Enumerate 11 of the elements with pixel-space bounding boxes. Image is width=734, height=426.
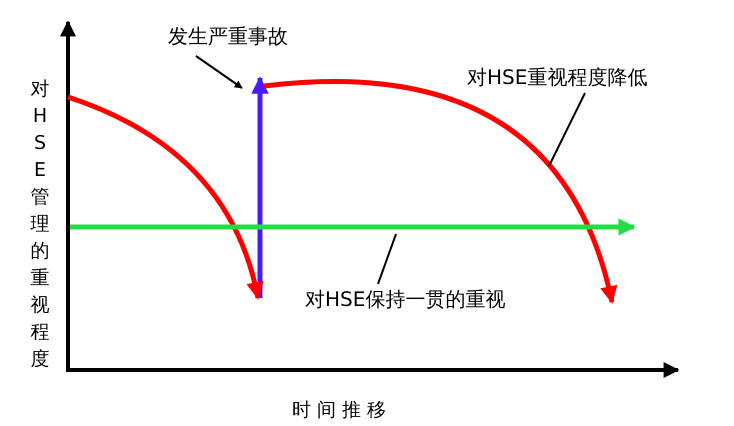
leader-line bbox=[195, 55, 243, 89]
axis-title: 对HSE管理的重视程度 bbox=[30, 77, 50, 372]
trend-line bbox=[67, 94, 263, 300]
trend-line bbox=[70, 218, 636, 236]
trend-line bbox=[251, 76, 269, 298]
leader-line bbox=[548, 92, 586, 166]
annotation-text: 对HSE保持一贯的重视 bbox=[305, 287, 506, 311]
annotation-text: 发生严重事故 bbox=[168, 24, 288, 48]
annotation-text: 对HSE重视程度降低 bbox=[467, 65, 648, 89]
axis-title: 时间推移 bbox=[292, 398, 392, 422]
leader-line bbox=[377, 234, 397, 284]
